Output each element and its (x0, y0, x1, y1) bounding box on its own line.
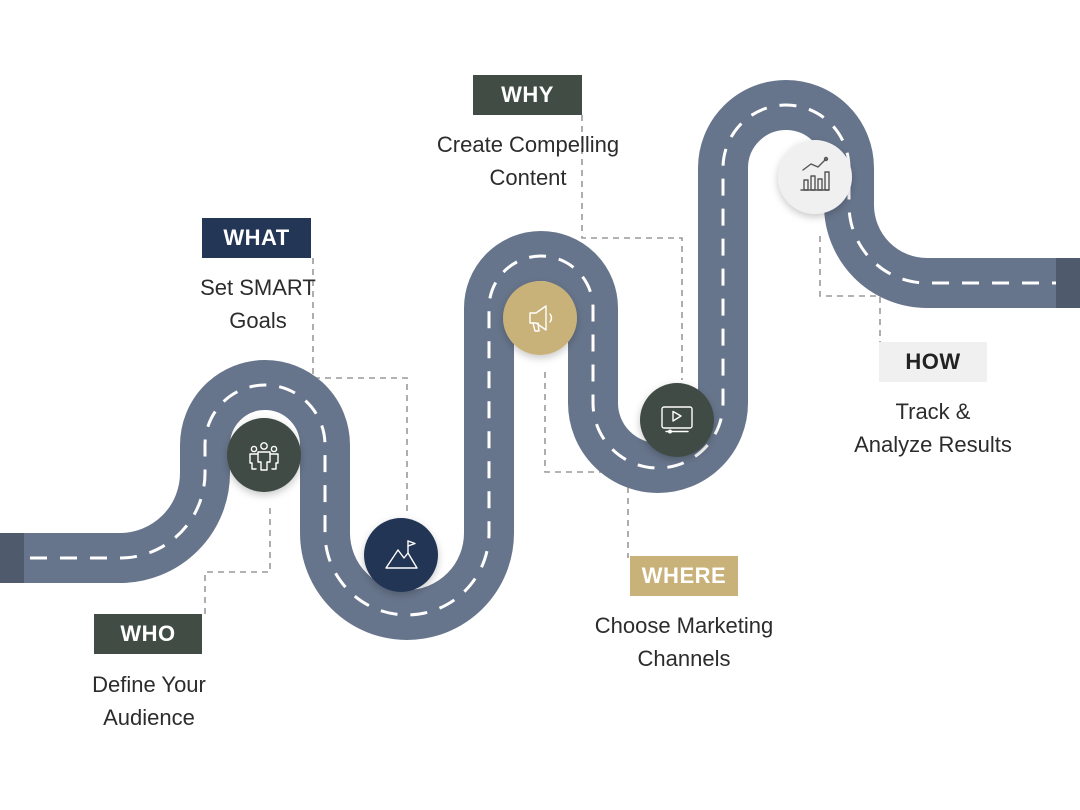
tag-what: WHAT (202, 218, 311, 258)
megaphone-icon (529, 305, 553, 332)
step-marker-who (227, 418, 301, 492)
desc-why-line-1: Create Compelling (436, 132, 620, 157)
tag-who: WHO (94, 614, 202, 654)
people-icon (249, 442, 279, 471)
desc-who-line-2: Audience (103, 705, 195, 730)
step-marker-why (640, 383, 714, 457)
connector-lines (204, 115, 881, 618)
desc-why-line-2: Content (489, 165, 567, 190)
road-start-cap (0, 533, 24, 583)
bar-chart-trend-icon (800, 156, 830, 191)
desc-where: Choose Marketing Channels (574, 609, 794, 675)
tag-how: HOW (879, 342, 987, 382)
desc-what-line-1: Set SMART (200, 275, 316, 300)
road-end-cap (1056, 258, 1080, 308)
desc-who-line-1: Define Your (92, 672, 206, 697)
desc-why: Create Compelling Content (413, 128, 643, 194)
desc-how-line-2: Analyze Results (854, 432, 1012, 457)
mountain-flag-icon (385, 540, 418, 569)
desc-who: Define Your Audience (49, 668, 249, 734)
desc-what-line-2: Goals (229, 308, 287, 333)
desc-what: Set SMART Goals (158, 271, 358, 337)
connector-where (544, 372, 629, 558)
video-play-icon (661, 406, 693, 434)
step-marker-where (503, 281, 577, 355)
desc-where-line-1: Choose Marketing (594, 613, 774, 638)
connector-what (312, 258, 408, 516)
desc-where-line-2: Channels (637, 646, 731, 671)
desc-how-line-1: Track & (895, 399, 971, 424)
tag-where: WHERE (630, 556, 738, 596)
tag-why: WHY (473, 75, 582, 115)
desc-how: Track & Analyze Results (833, 395, 1033, 461)
connector-how (819, 236, 881, 342)
road-path (0, 80, 1080, 640)
step-marker-what (364, 518, 438, 592)
step-marker-how (778, 140, 852, 214)
